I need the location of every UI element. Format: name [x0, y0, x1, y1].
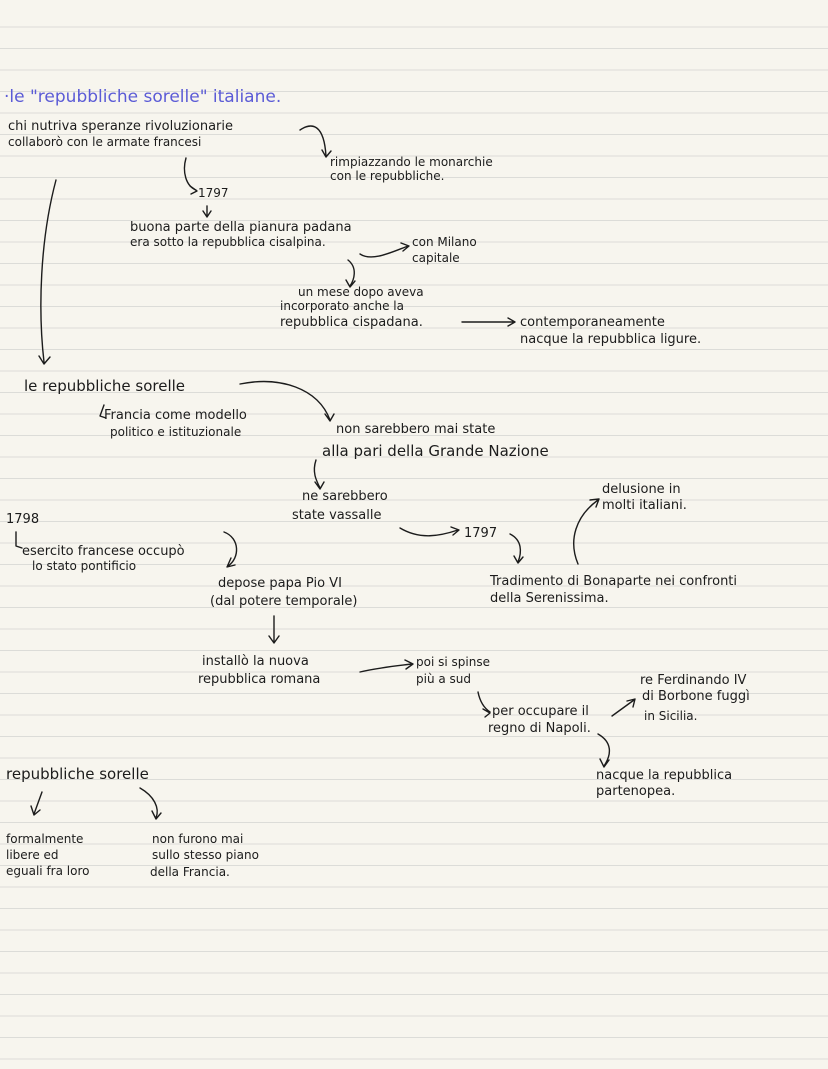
note-pianura-2: era sotto la repubblica cisalpina. [130, 235, 326, 249]
note-partenopea-2: partenopea. [596, 784, 676, 799]
note-vassalle-1: ne sarebbero [302, 489, 388, 504]
arrow-cisalpina-to-mese [345, 259, 356, 288]
note-liberi-1: formalmente [6, 832, 84, 846]
arrow-sorelle-to-non-sarebbero [239, 380, 335, 422]
note-napoli-2: regno di Napoli. [488, 721, 591, 736]
note-chi-nutriva-1: chi nutriva speranze rivoluzionarie [8, 119, 233, 134]
note-pianura-1: buona parte della pianura padana [130, 220, 352, 235]
arrow-tradimento-to-delusione [573, 498, 600, 565]
note-napoli-1: per occupare il [492, 704, 589, 719]
note-sorelle-bottom: repubbliche sorelle [6, 765, 149, 783]
arrow-esercito-to-depose [223, 531, 238, 568]
note-delusione-2: molti italiani. [602, 498, 687, 513]
note-liberi-2: libere ed [6, 848, 59, 862]
note-milano-2: capitale [412, 251, 460, 265]
note-depose-2: (dal potere temporale) [210, 594, 358, 609]
year-1798: 1798 [6, 512, 40, 527]
note-francia-modello-2: politico e istituzionale [110, 425, 242, 439]
note-non-sarebbero-2: alla pari della Grande Nazione [322, 442, 549, 460]
arrow-napoli-to-ferdinando [611, 698, 636, 717]
note-rimpiazzando-1: rimpiazzando le monarchie [330, 155, 493, 169]
note-francia-modello-1: Francia come modello [104, 408, 247, 423]
arrow-sorelle-to-non-furono [139, 787, 162, 820]
note-non-sarebbero-1: non sarebbero mai state [336, 422, 496, 437]
arrow-vassalle-to-1797 [399, 526, 460, 537]
arrow-long-left-down [38, 179, 57, 365]
note-depose-1: depose papa Pio VI [218, 576, 342, 591]
arrow-chi-nutriva-to-rimpiazzando [299, 125, 332, 158]
note-mese-dopo-3: repubblica cispadana. [280, 315, 423, 330]
note-partenopea-1: nacque la repubblica [596, 768, 733, 783]
arrow-chi-nutriva-to-1797 [183, 157, 198, 195]
note-milano-1: con Milano [412, 235, 477, 249]
note-ferdinando-2: di Borbone fuggì [642, 689, 750, 704]
note-liberi-3: eguali fra loro [6, 864, 90, 878]
note-mese-dopo-2: incorporato anche la [280, 299, 404, 313]
arrow-cisalpina-to-milano [359, 242, 410, 258]
note-ligure-1: contemporaneamente [520, 315, 665, 330]
note-ligure-2: nacque la repubblica ligure. [520, 332, 702, 347]
arrow-sorelle-to-liberi [30, 791, 43, 816]
note-ferdinando-1: re Ferdinando IV [640, 673, 747, 688]
note-non-furono-3: della Francia. [150, 865, 230, 879]
note-tradimento-1: Tradimento di Bonaparte nei confronti [490, 574, 738, 589]
note-delusione-1: delusione in [602, 482, 681, 497]
note-romana-1: installò la nuova [202, 654, 309, 669]
note-vassalle-2: state vassalle [292, 508, 382, 523]
note-chi-nutriva-2: collaborò con le armate francesi [8, 135, 202, 149]
note-sorelle-main: le repubbliche sorelle [24, 377, 186, 395]
arrow-1797-to-pianura [202, 205, 212, 218]
note-tradimento-2: della Serenissima. [490, 591, 609, 606]
page-title: ·le "repubbliche sorelle" italiane. [4, 87, 282, 107]
arrow-romana-to-sud [359, 659, 414, 673]
arrow-1797-to-tradimento [509, 533, 524, 564]
year-1797-a: 1797 [198, 186, 229, 200]
note-sud-1: poi si spinse [416, 655, 490, 669]
note-mese-dopo-1: un mese dopo aveva [298, 285, 424, 299]
note-sud-2: più a sud [416, 672, 472, 686]
note-non-furono-1: non furono mai [152, 832, 244, 846]
arrow-sud-to-napoli [477, 691, 491, 718]
arrow-napoli-to-partenopea [597, 733, 611, 768]
note-non-furono-2: sullo stesso piano [152, 848, 259, 862]
arrow-depose-to-romana [268, 615, 280, 644]
note-ferdinando-3: in Sicilia. [644, 709, 698, 723]
arrow-non-sarebbero-to-vassalle [313, 459, 325, 490]
arrow-cispadana-to-ligure [461, 317, 516, 327]
year-1797-b: 1797 [464, 526, 498, 541]
note-esercito-2: lo stato pontificio [32, 559, 137, 573]
note-romana-2: repubblica romana [198, 672, 321, 687]
note-esercito-1: esercito francese occupò [22, 544, 185, 559]
note-rimpiazzando-2: con le repubbliche. [330, 169, 445, 183]
